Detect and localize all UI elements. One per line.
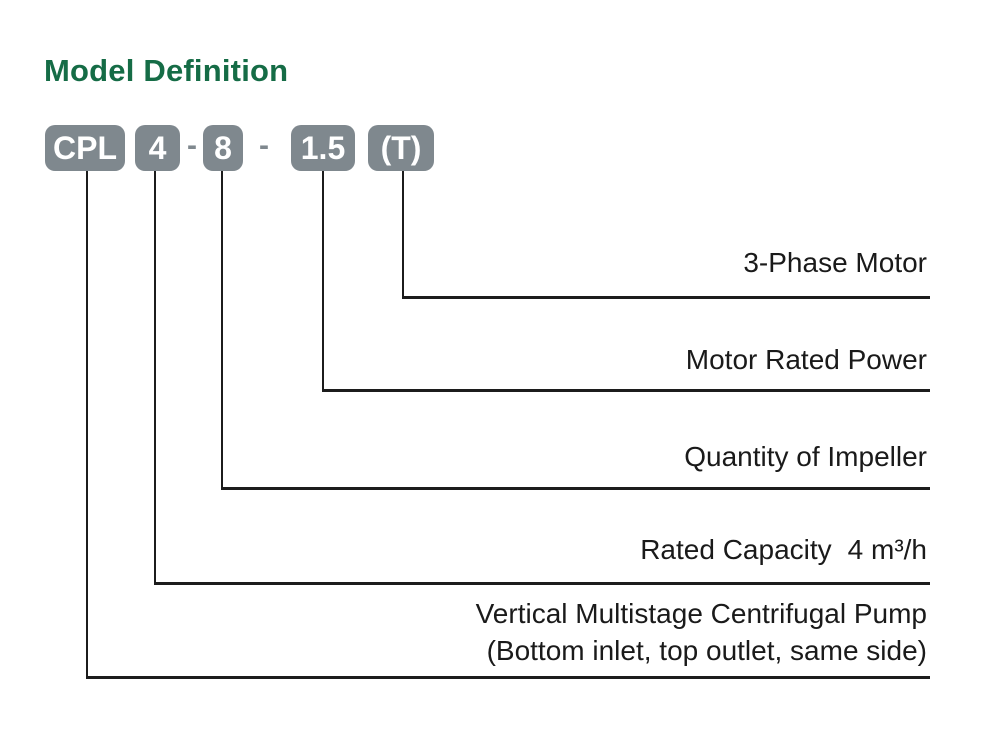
callout-label-series: Vertical Multistage Centrifugal Pump (Bo… (476, 595, 927, 669)
callout-vline-capacity (154, 171, 156, 585)
capacity-label-text: Rated Capacity (640, 534, 832, 565)
page-title: Model Definition (44, 53, 289, 88)
callout-vline-phase (402, 171, 404, 299)
model-segment-impellers: 8 (203, 125, 243, 171)
model-separator: - (259, 129, 269, 162)
model-separator: - (187, 129, 197, 162)
callout-label-capacity: Rated Capacity 4 m³/h (640, 534, 927, 566)
callout-vline-power (322, 171, 324, 392)
model-segment-series: CPL (45, 125, 125, 171)
series-label-line1: Vertical Multistage Centrifugal Pump (475, 598, 927, 629)
callout-rule-power (322, 389, 930, 392)
callout-rule-phase (402, 296, 930, 299)
callout-label-impellers: Quantity of Impeller (684, 441, 927, 472)
capacity-value: 4 m³/h (847, 534, 927, 565)
callout-vline-impellers (221, 171, 223, 490)
callout-rule-capacity (154, 582, 930, 585)
model-segment-power: 1.5 (291, 125, 355, 171)
callout-label-power: Motor Rated Power (685, 344, 927, 375)
callout-label-phase: 3-Phase Motor (743, 247, 927, 278)
callout-vline-series (86, 171, 88, 679)
callout-rule-impellers (221, 487, 930, 490)
series-label-line2: (Bottom inlet, top outlet, same side) (486, 635, 927, 666)
callout-rule-series (86, 676, 930, 679)
model-segment-phase: (T) (368, 125, 434, 171)
model-segment-capacity: 4 (135, 125, 180, 171)
